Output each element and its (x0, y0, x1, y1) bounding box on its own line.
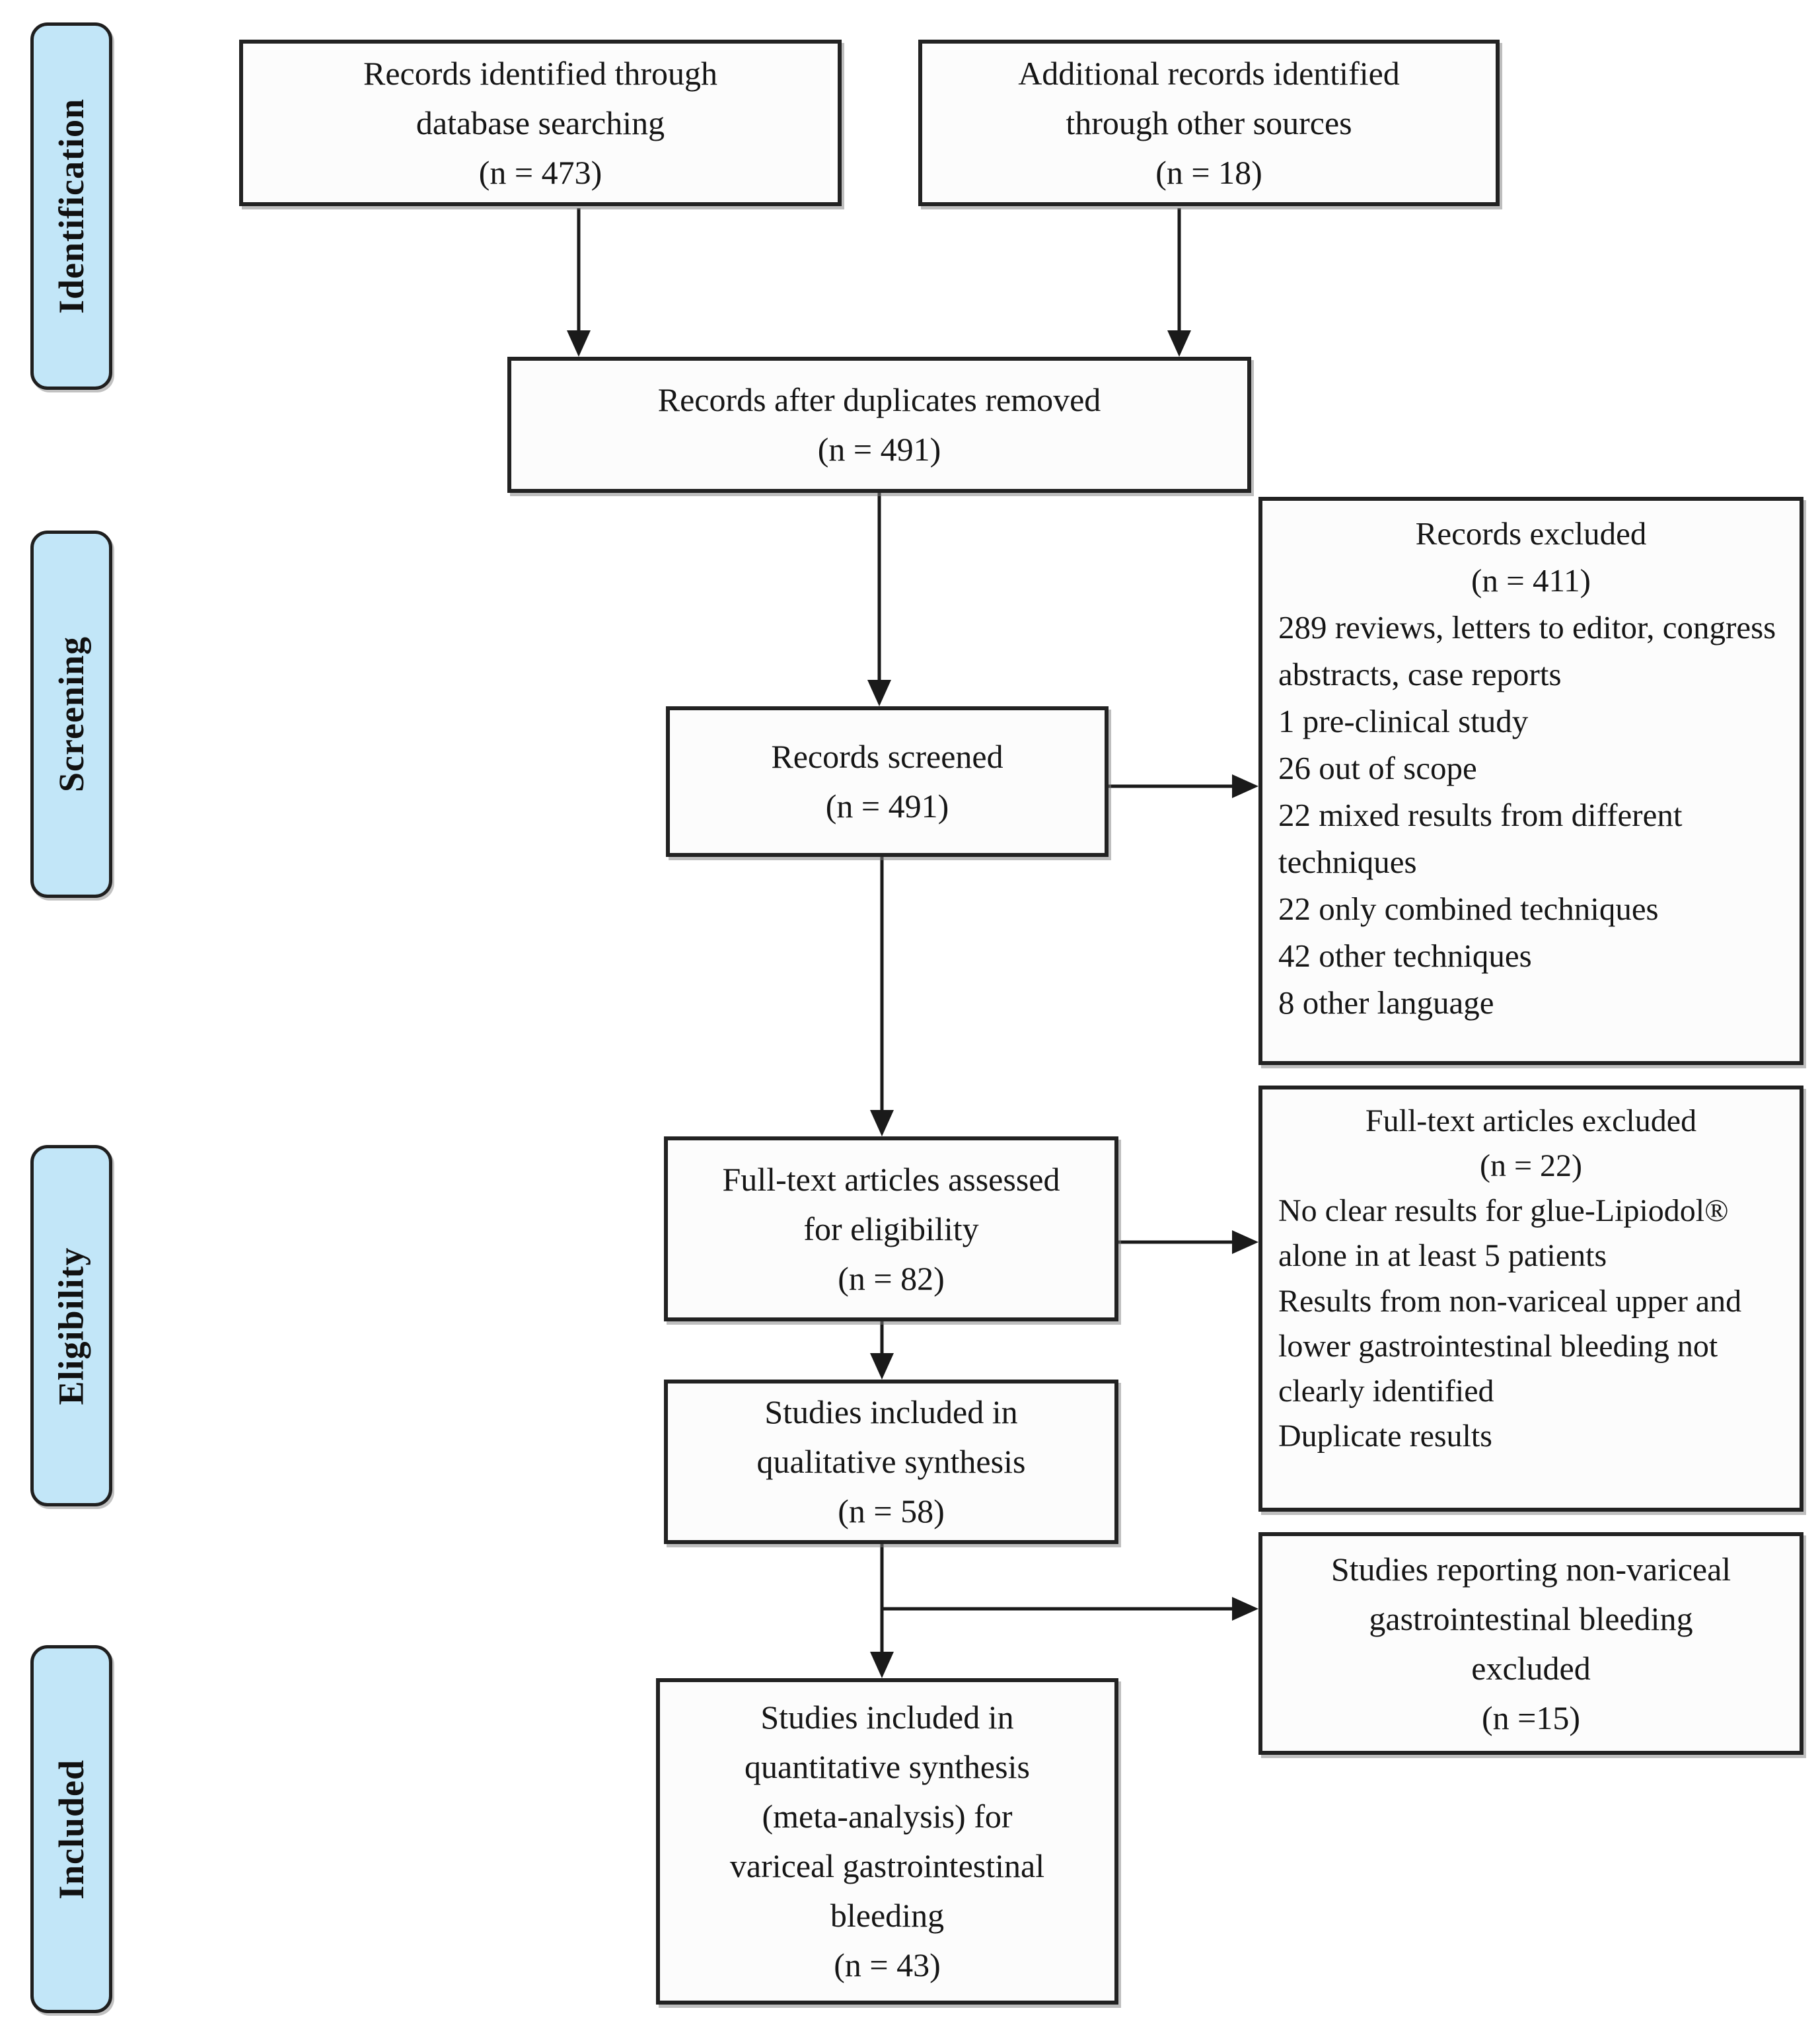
exclusion-reason: 42 other techniques (1278, 938, 1532, 975)
box-fulltext-assessed-line: Full-text articles assessed (722, 1160, 1060, 1198)
exclusion-reason: 26 out of scope (1278, 750, 1477, 787)
stage-included-label: Included (52, 1759, 91, 1900)
box-qualitative-line: qualitative synthesis (756, 1443, 1026, 1480)
box-nonvariceal-count: (n =15) (1482, 1699, 1580, 1736)
box-records-excluded-count: (n = 411) (1471, 562, 1591, 599)
arrow-screened-to-fulltext (870, 856, 894, 1136)
arrow-additional-to-duplicates (1167, 208, 1191, 357)
exclusion-reason: 22 mixed results from different techniqu… (1278, 797, 1683, 881)
box-quantitative-line: variceal gastrointestinal (729, 1847, 1045, 1884)
box-fulltext-assessed-count: (n = 82) (838, 1259, 945, 1297)
arrow-identified-to-duplicates (567, 208, 591, 357)
box-records-identified-line: database searching (416, 104, 665, 141)
exclusion-reason: 8 other language (1278, 984, 1494, 1021)
arrow-fulltext-to-qualitative (870, 1319, 894, 1380)
box-nonvariceal-line: gastrointestinal bleeding (1369, 1600, 1693, 1637)
stage-identification-label: Identification (52, 98, 92, 314)
stage-eligibility-label: Eligibility (52, 1246, 91, 1405)
box-quantitative-line: (meta-analysis) for (762, 1798, 1013, 1835)
box-additional-records-line: Additional records identified (1018, 54, 1400, 92)
arrow-branch-to-nonvariceal-excluded (882, 1597, 1258, 1621)
box-records-identified-line: Records identified through (363, 54, 717, 92)
exclusion-reason: 1 pre-clinical study (1278, 703, 1529, 740)
box-records-screened: Records screened (n = 491) (666, 706, 1109, 857)
stage-screening: Screening (30, 531, 112, 898)
box-qualitative-synthesis: Studies included in qualitative synthesi… (664, 1380, 1118, 1544)
arrow-qualitative-to-quantitative (870, 1544, 894, 1678)
box-fulltext-assessed-line: for eligibility (803, 1210, 979, 1247)
arrow-duplicates-to-screened (867, 492, 891, 706)
box-qualitative-line: Studies included in (764, 1393, 1018, 1430)
box-records-excluded-title: Records excluded (1415, 515, 1647, 552)
exclusion-reason: 22 only combined techniques (1278, 891, 1659, 928)
box-fulltext-excluded-title: Full-text articles excluded (1365, 1103, 1697, 1138)
arrow-screened-to-records-excluded (1106, 774, 1258, 798)
box-additional-records-line: through other sources (1066, 104, 1352, 141)
box-records-identified: Records identified through database sear… (239, 40, 842, 206)
box-quantitative-line: Studies included in (760, 1699, 1014, 1736)
box-fulltext-excluded: Full-text articles excluded (n = 22) No … (1258, 1086, 1803, 1512)
box-quantitative-synthesis: Studies included in quantitative synthes… (656, 1678, 1118, 2005)
box-after-duplicates-line: Records after duplicates removed (657, 381, 1101, 418)
box-fulltext-assessed: Full-text articles assessed for eligibil… (664, 1136, 1118, 1321)
stage-identification: Identification (30, 22, 112, 390)
exclusion-reason: Duplicate results (1278, 1419, 1492, 1454)
box-after-duplicates: Records after duplicates removed (n = 49… (507, 357, 1251, 493)
box-additional-records-count: (n = 18) (1155, 153, 1262, 191)
box-records-screened-count: (n = 491) (825, 788, 949, 825)
box-quantitative-count: (n = 43) (834, 1946, 941, 1983)
box-fulltext-excluded-count: (n = 22) (1479, 1148, 1583, 1184)
exclusion-reason: Results from non-variceal upper and lowe… (1278, 1283, 1742, 1409)
box-nonvariceal-line: excluded (1471, 1649, 1591, 1687)
box-records-excluded: Records excluded (n = 411) 289 reviews, … (1258, 497, 1803, 1065)
stage-included: Included (30, 1645, 112, 2013)
box-records-identified-count: (n = 473) (478, 153, 602, 191)
exclusion-reason: No clear results for glue-Lipiodol® alon… (1278, 1193, 1729, 1274)
arrow-fulltext-to-fulltext-excluded (1116, 1230, 1258, 1254)
box-qualitative-count: (n = 58) (838, 1493, 945, 1530)
box-nonvariceal-line: Studies reporting non-variceal (1330, 1550, 1731, 1588)
box-quantitative-line: quantitative synthesis (745, 1748, 1030, 1785)
stage-screening-label: Screening (52, 636, 91, 792)
box-additional-records: Additional records identified through ot… (918, 40, 1500, 206)
box-after-duplicates-count: (n = 491) (817, 431, 941, 468)
box-quantitative-line: bleeding (830, 1897, 945, 1934)
box-nonvariceal-excluded: Studies reporting non-variceal gastroint… (1258, 1532, 1803, 1755)
stage-eligibility: Eligibility (30, 1145, 112, 1506)
box-records-screened-line: Records screened (771, 738, 1003, 775)
exclusion-reason: 289 reviews, letters to editor, congress… (1278, 609, 1776, 693)
